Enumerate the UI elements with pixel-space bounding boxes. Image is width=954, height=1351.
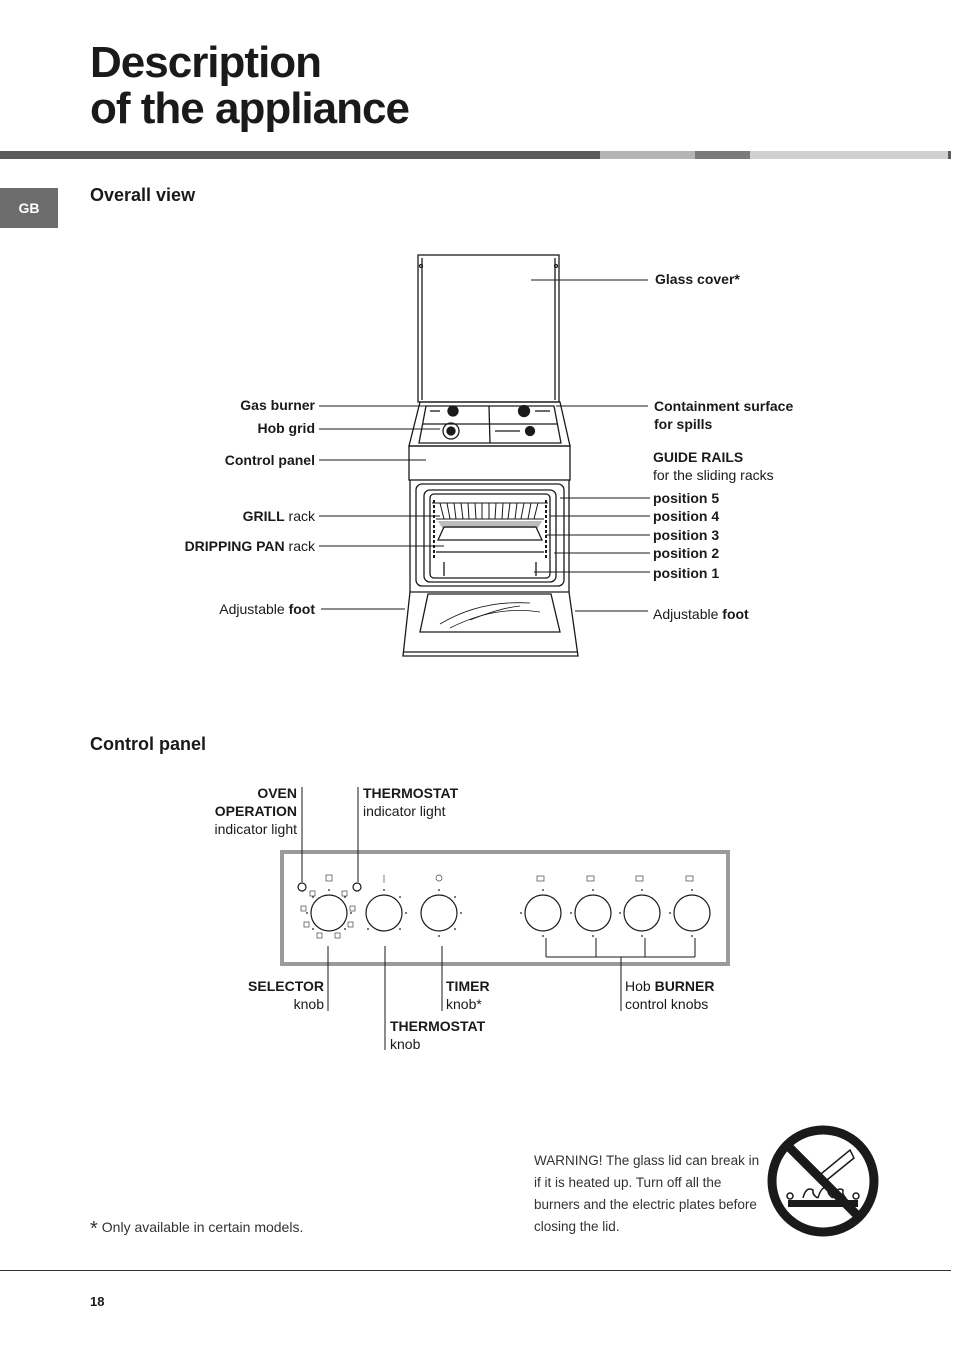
hob-drawing bbox=[408, 401, 571, 447]
header-bar-end bbox=[948, 151, 951, 159]
label-glass-cover: Glass cover* bbox=[655, 271, 740, 287]
label-position-3: position 3 bbox=[653, 527, 720, 543]
panel-leader-lines bbox=[301, 787, 696, 1050]
page-number: 18 bbox=[90, 1294, 105, 1309]
bottom-rule bbox=[0, 1270, 951, 1271]
dripping-pan-drawing bbox=[436, 526, 544, 576]
grill-rack-drawing bbox=[432, 502, 548, 520]
label-position-1: position 1 bbox=[653, 565, 720, 581]
label-grill-rack: GRILL rack bbox=[242, 508, 315, 524]
label-adjustable-foot-right: Adjustable foot bbox=[653, 606, 749, 622]
page-title-line-2: of the appliance bbox=[90, 84, 410, 133]
label-position-2: position 2 bbox=[653, 545, 720, 561]
header-bar-light bbox=[750, 151, 948, 159]
no-heat-warning-icon bbox=[767, 1125, 879, 1237]
label-position-5: position 5 bbox=[653, 490, 720, 506]
control-panel-strip bbox=[408, 445, 571, 481]
oven-door-drawing bbox=[402, 591, 579, 657]
language-tab: GB bbox=[0, 188, 58, 228]
header-bar-mid-dark bbox=[695, 151, 750, 159]
header-bar-dark bbox=[0, 151, 600, 159]
warning-text: WARNING! The glass lid can break in if i… bbox=[534, 1153, 760, 1234]
overall-view-heading: Overall view bbox=[90, 185, 196, 205]
page-title-line-1: Description bbox=[90, 38, 322, 87]
page-title: Description of the appliance bbox=[90, 38, 410, 133]
label-hob-grid: Hob grid bbox=[257, 420, 315, 436]
control-panel-drawing bbox=[280, 850, 730, 966]
label-dripping-pan-rack: DRIPPING PAN rack bbox=[184, 538, 315, 554]
footnote: *Only available in certain models. bbox=[90, 1218, 304, 1240]
header-bar-mid bbox=[600, 151, 695, 159]
overall-leader-lines bbox=[319, 279, 650, 612]
label-gas-burner: Gas burner bbox=[240, 397, 315, 413]
label-adjustable-foot-left: Adjustable foot bbox=[219, 601, 315, 617]
guide-rails-drawing bbox=[433, 500, 547, 560]
label-control-panel: Control panel bbox=[224, 452, 315, 468]
label-position-4: position 4 bbox=[653, 508, 720, 524]
glass-cover-drawing bbox=[417, 254, 560, 403]
control-panel-heading: Control panel bbox=[90, 734, 206, 754]
